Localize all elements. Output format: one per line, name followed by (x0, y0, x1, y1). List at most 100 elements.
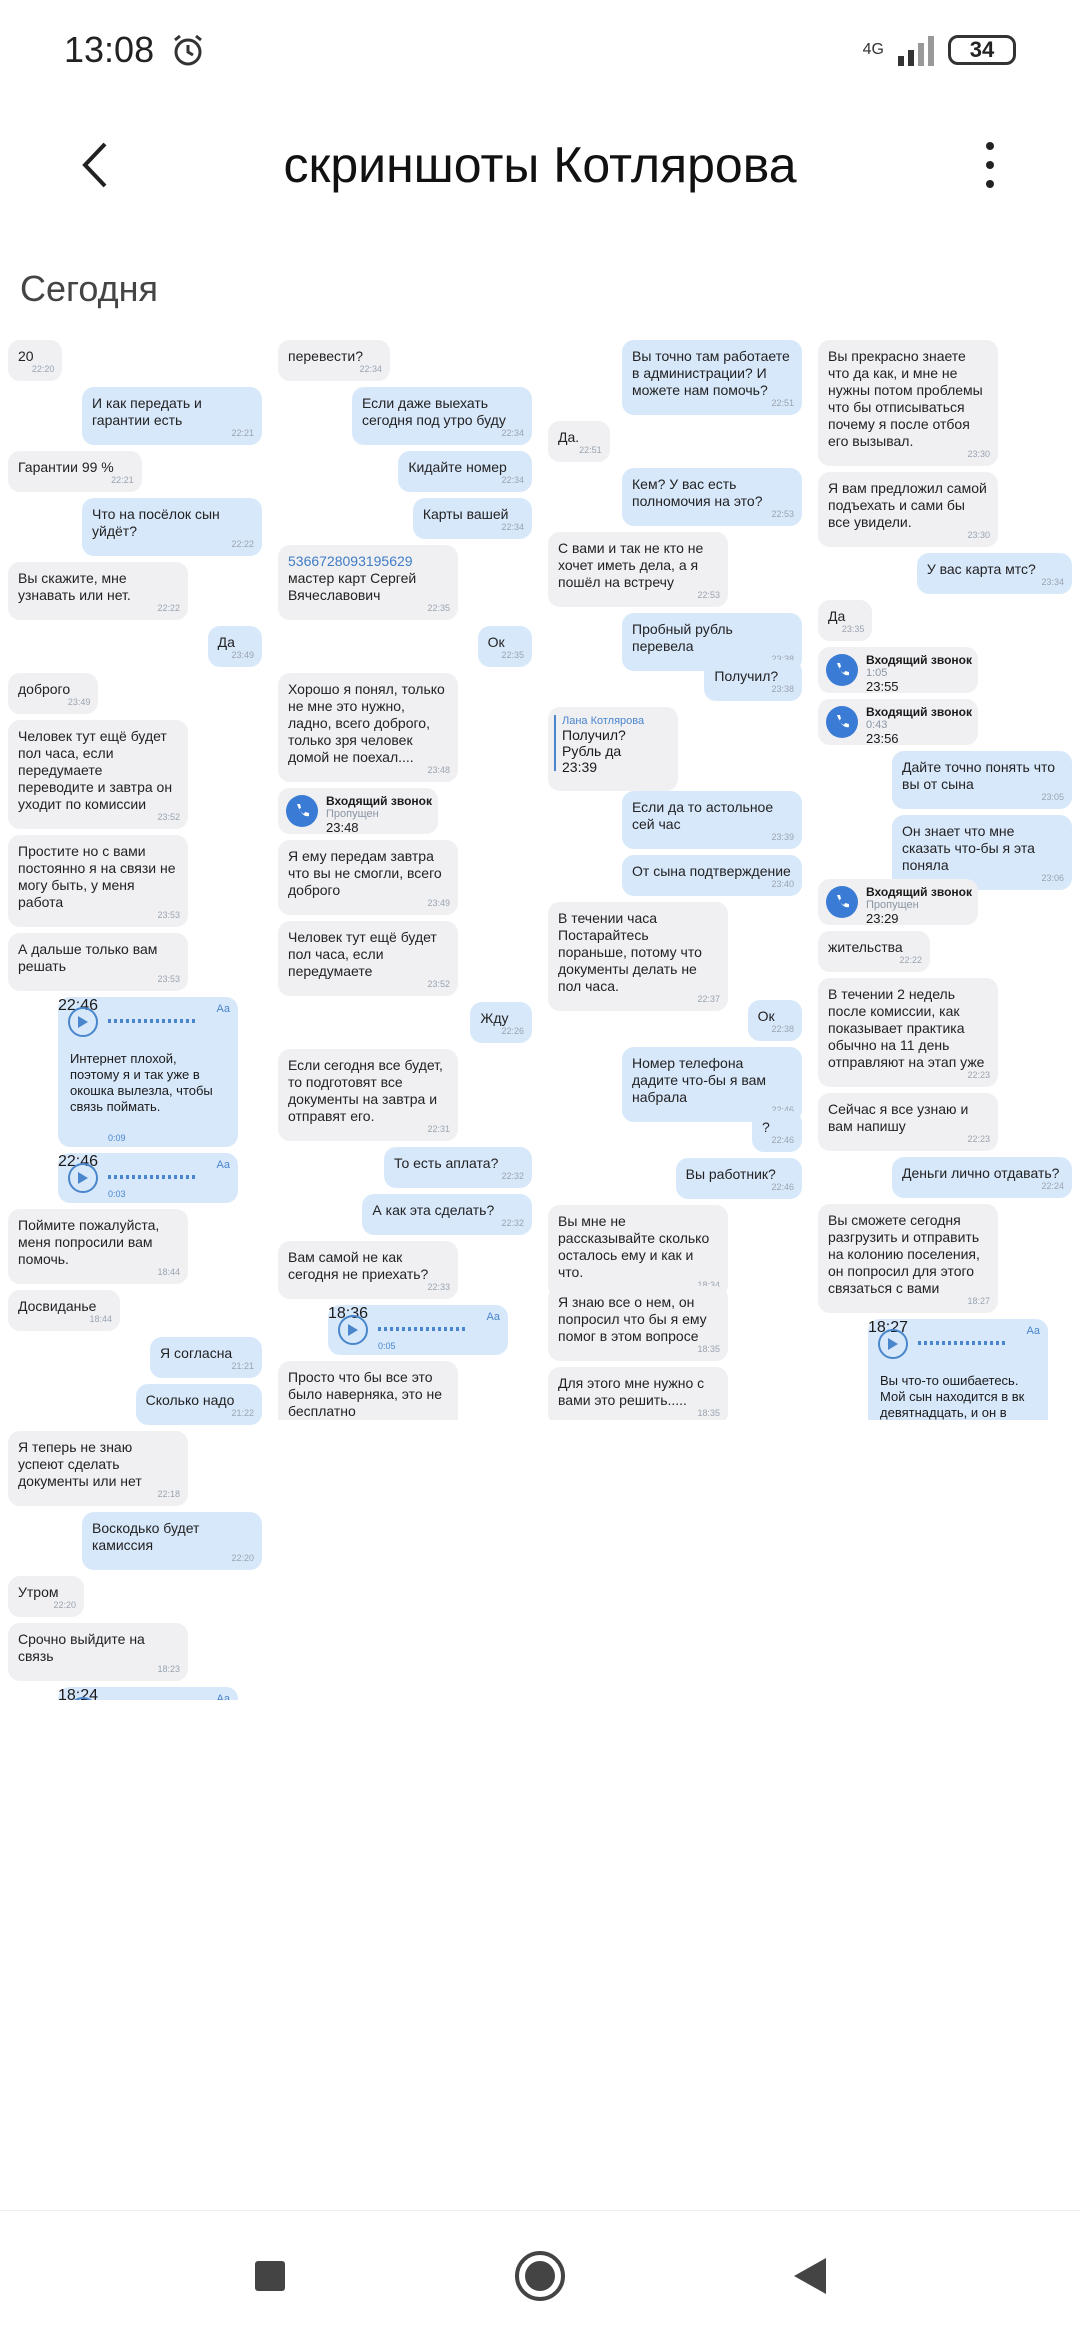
message-text: Гарантии 99 % (18, 459, 114, 475)
card-number-link[interactable]: 5366728093195629 (288, 553, 413, 569)
incoming-message: Я вам предложил самой подъехать и сами б… (818, 472, 998, 547)
play-button[interactable] (338, 1315, 368, 1345)
transcribe-button[interactable]: Aa (486, 1311, 500, 1323)
voice-message[interactable]: 0:16AaВы что-то ошибаетесь. Мой сын нахо… (868, 1319, 1048, 1420)
message-text: И как передать и гарантии есть (92, 395, 202, 428)
status-bar: 13:08 4G 34 (0, 0, 1080, 100)
message-time: 22:35 (501, 650, 524, 660)
message-text: Если да то астольное сей час (632, 799, 774, 832)
incoming-message: Простите но с вами постоянно я на связи … (8, 835, 188, 927)
message-time: 23:29 (866, 911, 899, 926)
incoming-message: Если сегодня все будет, то подготовят вс… (278, 1049, 458, 1141)
voice-duration: 0:09 (108, 1133, 126, 1143)
message-time: 22:53 (697, 590, 720, 600)
message-text: Да (217, 634, 235, 650)
transcribe-button[interactable]: Aa (216, 1159, 230, 1171)
message-time: 18:23 (157, 1664, 180, 1674)
message-text: Вы мне не рассказывайте сколько осталось… (558, 1213, 710, 1280)
call-status: Пропущен (326, 808, 379, 820)
incoming-message: Вы мне не рассказывайте сколько осталось… (548, 1205, 728, 1297)
message-time: 22:53 (771, 509, 794, 519)
message-time: 22:20 (31, 364, 55, 374)
message-time: 23:38 (771, 654, 794, 664)
more-options-button[interactable] (960, 130, 1020, 200)
voice-message[interactable]: 0:08Aa18:24 (58, 1687, 238, 1700)
reply-text: Рубль да (562, 743, 622, 759)
play-button[interactable] (68, 1163, 98, 1193)
back-button[interactable] (60, 130, 130, 200)
call-status: Пропущен (866, 899, 919, 911)
call-title: Входящий звонок (866, 885, 972, 899)
incoming-message: Человек тут ещё будет пол часа, если пер… (278, 921, 458, 996)
message-text: А как эта сделать? (372, 1202, 495, 1218)
outgoing-message: Кем? У вас есть полномочия на это?22:53 (622, 468, 802, 526)
message-time: 23:40 (771, 879, 794, 889)
message-time: 18:24 (58, 1687, 99, 1700)
message-time: 18:35 (697, 1344, 720, 1354)
transcribe-button[interactable]: Aa (1026, 1325, 1040, 1337)
message-time: 22:20 (231, 1553, 254, 1563)
reply-bar (554, 715, 556, 771)
message-text: Вы сможете сегодня разгрузить и отправит… (828, 1212, 980, 1296)
call-status: 1:05 (866, 667, 888, 679)
transcribe-button[interactable]: Aa (216, 1003, 230, 1015)
message-time: 23:53 (157, 974, 180, 984)
call-status: 0:43 (866, 719, 888, 731)
phone-icon (826, 886, 858, 918)
message-time: 23:05 (1041, 792, 1064, 802)
home-button[interactable] (505, 2241, 575, 2311)
message-text: Сколько надо (145, 1392, 235, 1408)
system-back-button[interactable] (775, 2241, 845, 2311)
message-text: Досвиданье (18, 1298, 97, 1314)
collage-column-3: Вы точно там работаете в администрации? … (548, 340, 806, 1420)
message-text: Карты вашей (422, 506, 509, 522)
message-text: Утром (18, 1584, 59, 1600)
message-text: Вам самой не как сегодня не приехать? (288, 1249, 429, 1282)
message-text: Я согласна (160, 1345, 233, 1361)
play-button[interactable] (878, 1329, 908, 1359)
outgoing-message: То есть аплата?22:32 (384, 1147, 532, 1188)
message-time: 18:44 (89, 1314, 112, 1324)
battery-indicator: 34 (948, 35, 1016, 65)
message-text: Я ему передам завтра что вы не смогли, в… (288, 848, 442, 898)
square-icon (255, 2260, 285, 2291)
message-text: перевести? (288, 348, 364, 364)
message-text: Я теперь не знаю успеют сделать документ… (18, 1439, 142, 1489)
message-time: 18:35 (697, 1408, 720, 1418)
incoming-message: Человек тут ещё будет пол часа, если пер… (8, 720, 188, 829)
message-time: 22:37 (697, 994, 720, 1004)
message-time: 23:56 (866, 731, 899, 746)
phone-icon (826, 706, 858, 738)
message-text: Я знаю все о нем, он попросил что бы я е… (558, 1294, 707, 1344)
message-text: Пробный рубль перевела (632, 621, 733, 654)
transcribe-button[interactable]: Aa (216, 1693, 230, 1700)
quoted-text: Получил? (562, 727, 626, 743)
message-time: 22:20 (53, 1600, 76, 1610)
play-button[interactable] (68, 1007, 98, 1037)
message-time: 22:23 (967, 1134, 990, 1144)
message-text: Вы прекрасно знаете что да как, и мне не… (828, 348, 983, 449)
incoming-message: Вы сможете сегодня разгрузить и отправит… (818, 1204, 998, 1313)
message-text: ? (762, 1119, 770, 1135)
message-time: 22:22 (157, 603, 180, 613)
message-text: Да. (558, 429, 580, 445)
recents-button[interactable] (235, 2241, 305, 2311)
message-text: Вы работник? (685, 1166, 776, 1182)
outgoing-message: ?22:46 (752, 1111, 802, 1152)
incoming-message: Вы скажите, мне узнавать или нет.22:22 (8, 562, 188, 620)
message-time: 22:21 (111, 475, 134, 485)
